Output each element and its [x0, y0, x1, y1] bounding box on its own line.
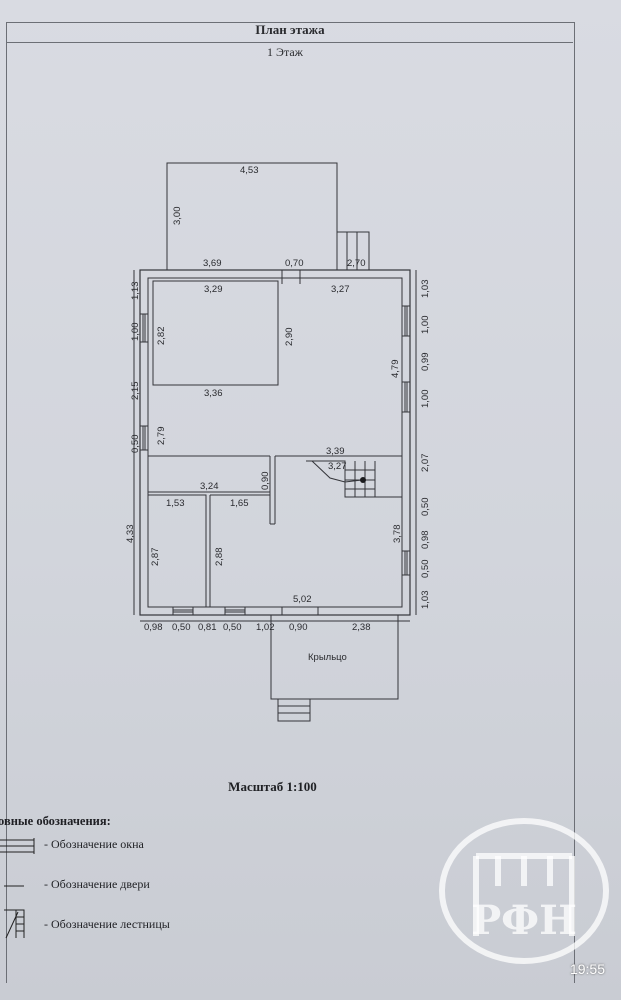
room-1-outline	[152, 280, 279, 386]
dim-right-2: 1,00	[420, 316, 431, 335]
company-seal-logo: РФН	[439, 818, 609, 964]
scale-label: Масштаб 1:100	[228, 779, 317, 794]
window-left-1	[139, 313, 149, 343]
porch-outline	[270, 614, 399, 700]
dim-bottom-5: 1,02	[256, 622, 275, 633]
dim-bottom-4: 0,50	[223, 622, 242, 633]
dim-left-5: 4,33	[125, 525, 136, 544]
dim-top-1: 3,69	[203, 258, 222, 269]
porch-steps	[277, 698, 311, 722]
dim-room-11: 3,24	[200, 481, 219, 492]
dim-bottom-6: 0,90	[289, 622, 308, 633]
dim-right-4: 1,00	[420, 390, 431, 409]
terrace-outline	[166, 162, 338, 271]
outer-wall-outer	[139, 269, 411, 616]
door-symbol-icon	[4, 885, 24, 887]
window-right-2	[401, 381, 411, 413]
dim-right-5: 2,07	[420, 454, 431, 473]
dim-room-3: 2,82	[156, 327, 167, 346]
window-bottom-2	[224, 606, 246, 616]
floor-label: 1 Этаж	[267, 45, 303, 59]
status-bar-time: 19:55	[569, 961, 605, 977]
dim-room-10: 0,90	[260, 472, 271, 491]
staircase	[306, 460, 402, 498]
window-symbol-icon	[0, 838, 35, 854]
dim-room-4: 2,90	[284, 328, 295, 347]
dim-terrace-width: 4,53	[240, 165, 259, 176]
dim-room-16: 2,88	[214, 548, 225, 567]
dim-left-2: 1,00	[130, 323, 141, 342]
dim-right-8: 0,50	[420, 560, 431, 579]
dim-room-2: 3,27	[331, 284, 350, 295]
outer-wall-inner	[147, 277, 403, 608]
dim-room-17: 5,02	[293, 594, 312, 605]
dim-top-2: 0,70	[285, 258, 304, 269]
dim-room-5: 4,79	[390, 360, 401, 379]
dim-left-4: 0,50	[130, 435, 141, 454]
dim-room-14: 3,78	[392, 525, 403, 544]
dim-bottom-3: 0,81	[198, 622, 217, 633]
dim-room-9: 3,27	[328, 461, 347, 472]
dim-right-3: 0,99	[420, 353, 431, 372]
stairs-symbol-icon	[4, 909, 25, 939]
dim-left-3: 2,15	[130, 382, 141, 401]
dim-room-8: 3,39	[326, 446, 345, 457]
window-bottom-1	[172, 606, 194, 616]
legend-title: овные обозначения:	[0, 814, 111, 828]
dim-left-1: 1,13	[130, 282, 141, 301]
dim-room-6: 3,36	[204, 388, 223, 399]
stair-marker	[360, 477, 366, 483]
seal-text: РФН	[471, 897, 577, 944]
dim-room-12: 1,53	[166, 498, 185, 509]
dim-room-15: 2,87	[150, 548, 161, 567]
window-left-2	[139, 425, 149, 451]
legend-door-label: - Обозначение двери	[44, 877, 150, 891]
page-title: План этажа	[255, 22, 325, 37]
dim-bottom-2: 0,50	[172, 622, 191, 633]
dim-room-7: 2,79	[156, 427, 167, 446]
dim-right-1: 1,03	[420, 280, 431, 299]
window-right-3	[401, 550, 411, 576]
dim-right-9: 1,03	[420, 591, 431, 610]
dim-room-13: 1,65	[230, 498, 249, 509]
legend-stairs-label: - Обозначение лестницы	[44, 917, 170, 931]
dim-top-3: 2,70	[347, 258, 366, 269]
dim-terrace-depth: 3,00	[172, 207, 183, 226]
porch-label: Крыльцо	[308, 652, 347, 663]
dim-bottom-7: 2,38	[352, 622, 371, 633]
dim-right-7: 0,98	[420, 531, 431, 550]
dim-bottom-1: 0,98	[144, 622, 163, 633]
title-divider	[6, 42, 573, 43]
dim-room-1: 3,29	[204, 284, 223, 295]
legend-window-label: - Обозначение окна	[44, 837, 144, 851]
drawing-frame	[6, 22, 575, 983]
window-right-1	[401, 305, 411, 337]
dim-right-6: 0,50	[420, 498, 431, 517]
